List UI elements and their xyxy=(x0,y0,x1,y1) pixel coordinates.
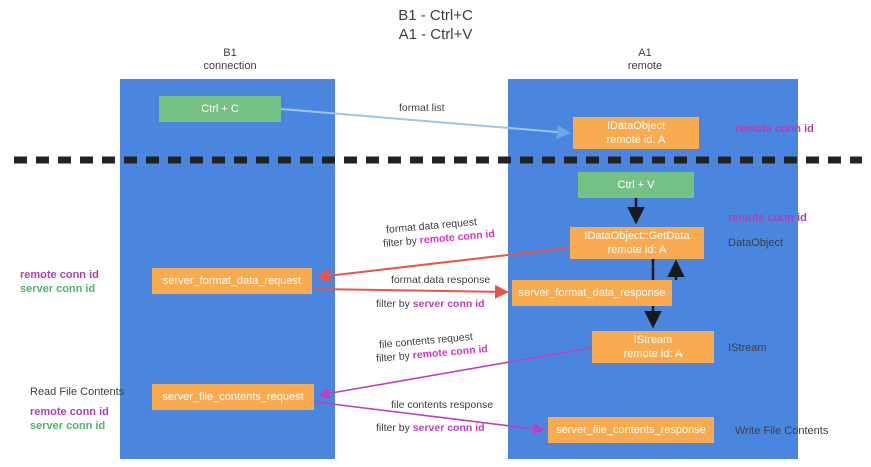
annotation-remote-conn-id-top-text: remote conn id xyxy=(735,123,814,135)
annotation-remote-conn-id-mid-text: remote conn id xyxy=(728,212,807,224)
edge-label-format-list: format list xyxy=(399,102,445,114)
annotation-left-bot-remote: remote conn id xyxy=(30,406,109,418)
node-server-format-data-request[interactable]: server_format_data_request xyxy=(152,268,312,294)
filter-prefix: filter by xyxy=(376,422,413,434)
filter-key-server-conn-id: server conn id xyxy=(412,422,485,434)
annotation-read-file-contents: Read File Contents xyxy=(30,386,125,398)
lane-header-b1: B1 connection xyxy=(203,47,257,72)
annotation-remote-conn-id-top: remote conn id xyxy=(735,122,814,136)
edge-label-format-data-response: format data response xyxy=(391,274,491,286)
node-server-file-contents-request[interactable]: server_file_contents_request xyxy=(152,384,314,410)
annotation-left-mid-server: server conn id xyxy=(20,283,96,295)
annotation-remote-conn-id-mid: remote conn id xyxy=(728,211,807,225)
edge-label-format-data-response-filter: filter by server conn id xyxy=(376,298,485,311)
filter-prefix: filter by xyxy=(382,234,421,250)
annotation-dataobject-text: DataObject xyxy=(728,237,784,249)
filter-prefix: filter by xyxy=(376,298,413,310)
node-server-file-contents-response[interactable]: server_file_contents_response xyxy=(548,417,714,443)
annotation-write-file-contents: Write File Contents xyxy=(735,424,828,438)
filter-prefix: filter by xyxy=(375,349,414,365)
annotation-write-file-contents-text: Write File Contents xyxy=(735,425,829,437)
edge-label-file-contents-response-filter: filter by server conn id xyxy=(376,422,485,435)
annotation-left-bot-server: server conn id xyxy=(30,420,106,432)
node-idataobject[interactable]: IDataObject remote id: A xyxy=(573,117,699,149)
annotation-istream: IStream xyxy=(728,341,767,355)
lane-header-a1: A1 remote xyxy=(627,47,663,72)
annotation-istream-text: IStream xyxy=(728,342,767,354)
node-ctrl-c[interactable]: Ctrl + C xyxy=(159,96,281,122)
node-server-format-data-response[interactable]: server_format_data_response xyxy=(512,280,672,306)
node-istream[interactable]: IStream remote id: A xyxy=(592,331,714,363)
annotation-left-mid-remote: remote conn id xyxy=(20,269,99,281)
annotation-dataobject: DataObject xyxy=(728,236,783,250)
filter-key-server-conn-id: server conn id xyxy=(412,298,485,310)
node-idataobject-getdata[interactable]: IDataObject::GetData remote id: A xyxy=(570,227,704,259)
page-title: B1 - Ctrl+C A1 - Ctrl+V xyxy=(398,7,473,43)
annotation-left-mid: remote conn id server conn id xyxy=(20,268,99,296)
edge-label-file-contents-response: file contents response xyxy=(391,399,494,411)
annotation-left-bot: Read File Contents remote conn id server… xyxy=(30,385,124,433)
node-ctrl-v[interactable]: Ctrl + V xyxy=(578,172,694,198)
arrow-format-data-response xyxy=(313,284,509,299)
